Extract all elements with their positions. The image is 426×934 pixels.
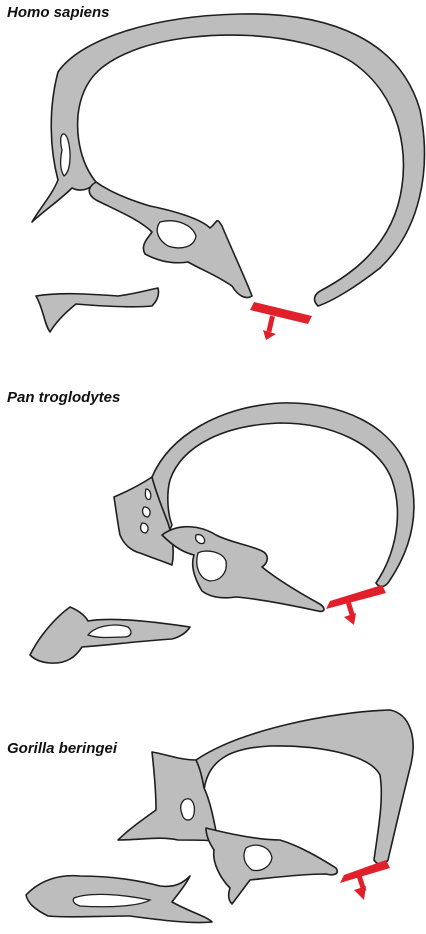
skull-gorilla-beringei <box>0 690 426 934</box>
orbit-cavity-2 <box>143 507 150 517</box>
orbit-cavity-3 <box>141 523 148 533</box>
panel-gorilla-beringei: Gorilla beringei <box>0 690 426 934</box>
foramen-magnum-marker-icon <box>340 860 390 900</box>
foramen-magnum-marker-icon <box>326 585 386 625</box>
skull-homo-sapiens <box>0 0 426 340</box>
orbit-cavity-1 <box>145 489 150 500</box>
sphenoid-sinus <box>197 551 227 581</box>
cranial-base <box>162 527 324 612</box>
cranial-vault <box>144 403 414 587</box>
orbit-cavity <box>181 799 195 820</box>
panel-pan-troglodytes: Pan troglodytes <box>0 385 426 685</box>
orbit-cavity <box>61 134 70 176</box>
foramen-magnum-marker-icon <box>250 302 312 340</box>
palate-fragment <box>36 288 159 332</box>
panel-homo-sapiens: Homo sapiens <box>0 0 426 340</box>
sphenoid-sinus <box>244 845 272 870</box>
cranial-base <box>206 828 337 904</box>
skull-pan-troglodytes <box>0 385 426 685</box>
